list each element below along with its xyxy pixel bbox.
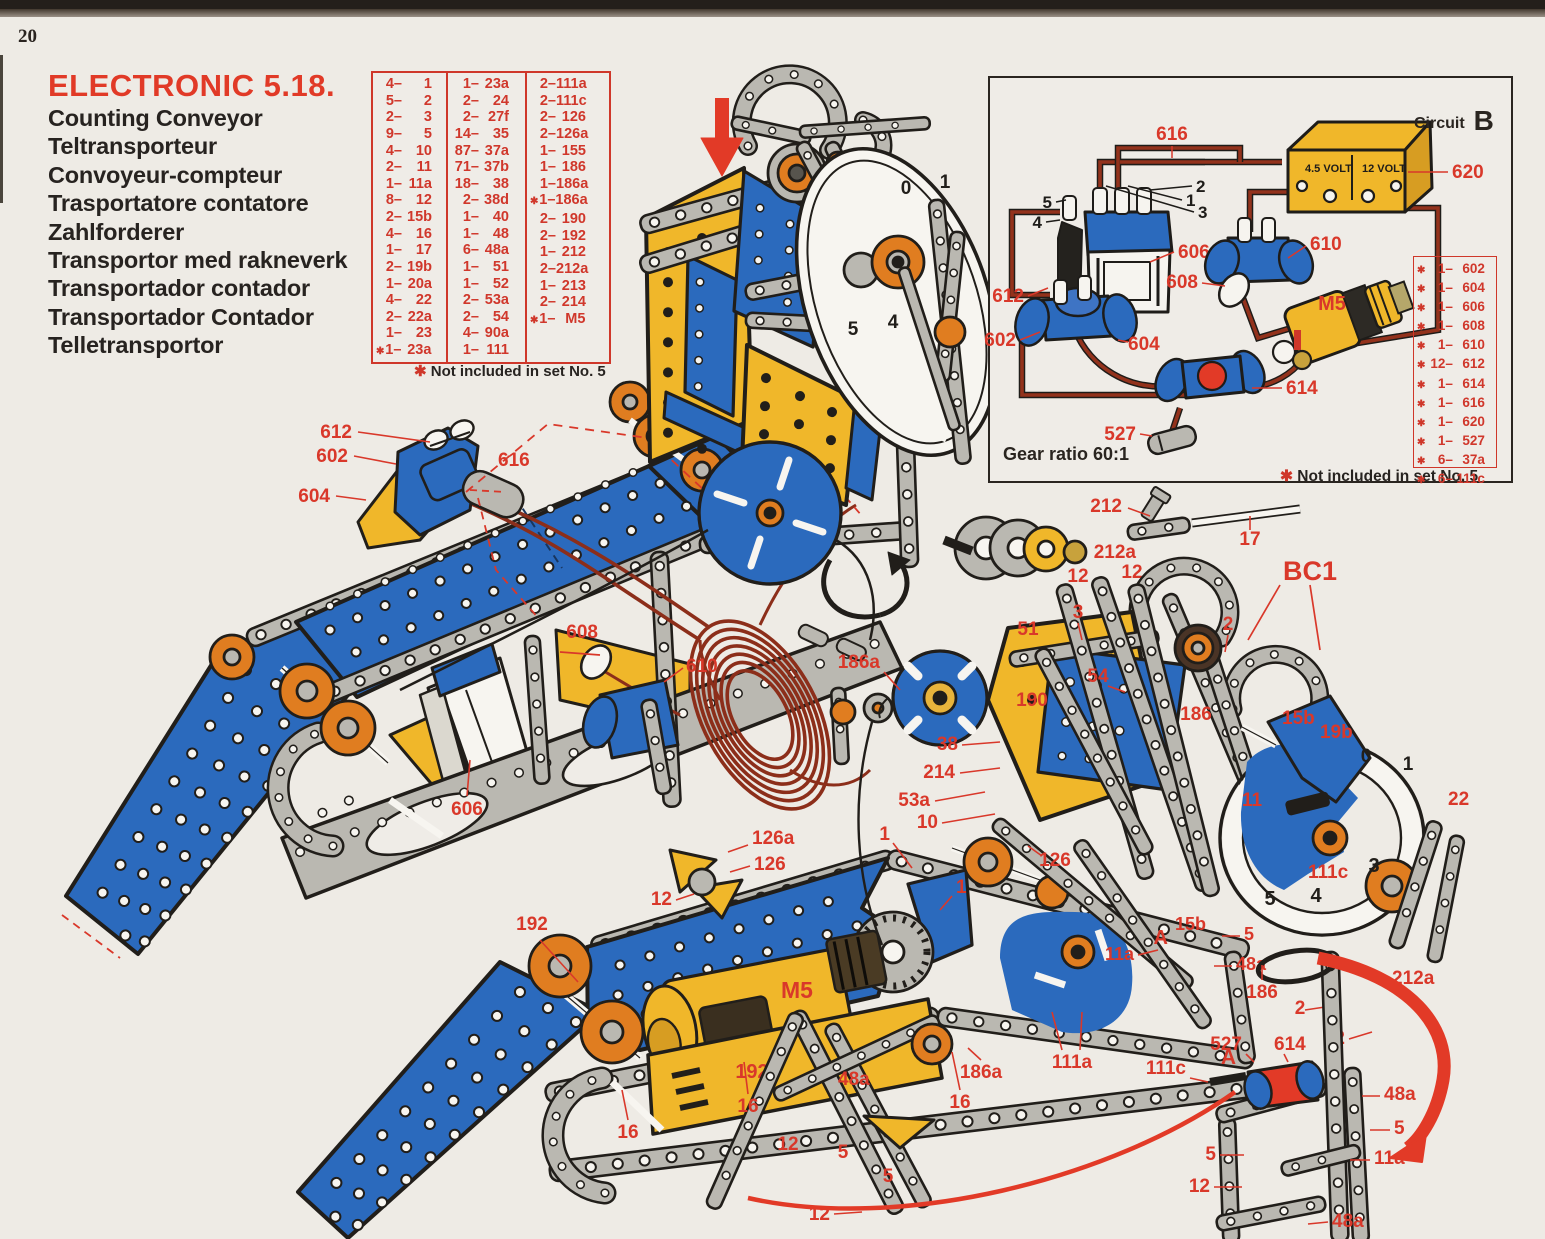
svg-text:54: 54 — [1087, 666, 1109, 687]
svg-text:5: 5 — [883, 1166, 894, 1187]
svg-text:M5: M5 — [781, 977, 813, 1003]
svg-text:190: 190 — [1016, 690, 1048, 711]
svg-text:214: 214 — [923, 762, 955, 783]
svg-text:602: 602 — [316, 446, 348, 467]
svg-text:212: 212 — [1090, 496, 1122, 517]
svg-text:19b: 19b — [1320, 722, 1353, 743]
svg-text:186a: 186a — [960, 1062, 1003, 1083]
svg-text:48a: 48a — [1384, 1084, 1416, 1105]
svg-text:51: 51 — [1017, 619, 1039, 640]
svg-text:12: 12 — [1067, 566, 1088, 587]
svg-text:5: 5 — [838, 1142, 849, 1163]
svg-text:1: 1 — [940, 172, 951, 193]
svg-text:614: 614 — [1286, 378, 1318, 399]
svg-text:126: 126 — [754, 854, 786, 875]
svg-text:2: 2 — [1196, 177, 1205, 196]
svg-text:11a: 11a — [1105, 944, 1135, 964]
svg-text:M5: M5 — [1318, 293, 1346, 315]
svg-text:212a: 212a — [1094, 542, 1137, 563]
svg-text:3: 3 — [1198, 203, 1207, 222]
svg-text:22: 22 — [1448, 789, 1469, 810]
svg-text:A: A — [1221, 1046, 1236, 1069]
svg-text:3: 3 — [1073, 602, 1084, 623]
svg-text:604: 604 — [1128, 334, 1160, 355]
svg-text:212a: 212a — [1392, 968, 1435, 989]
svg-text:4: 4 — [1033, 213, 1043, 232]
svg-text:4.5 VOLT: 4.5 VOLT — [1305, 163, 1352, 175]
svg-text:612: 612 — [320, 422, 352, 443]
svg-text:12: 12 — [651, 889, 672, 910]
svg-text:12 VOLT: 12 VOLT — [1362, 163, 1406, 175]
svg-text:606: 606 — [451, 799, 483, 820]
svg-text:12: 12 — [777, 1134, 798, 1155]
svg-text:616: 616 — [1156, 124, 1188, 145]
svg-text:2: 2 — [1295, 998, 1306, 1019]
svg-text:604: 604 — [298, 486, 330, 507]
svg-text:16: 16 — [949, 1092, 970, 1113]
svg-text:48a: 48a — [1332, 1211, 1364, 1232]
svg-text:610: 610 — [686, 656, 718, 677]
svg-text:11: 11 — [1242, 790, 1263, 811]
svg-text:608: 608 — [1166, 272, 1198, 293]
svg-text:5: 5 — [1264, 888, 1275, 910]
svg-text:527: 527 — [1210, 1034, 1242, 1055]
svg-text:48a: 48a — [838, 1069, 870, 1090]
svg-text:10: 10 — [917, 812, 938, 833]
svg-text:186: 186 — [1180, 704, 1212, 725]
svg-text:4: 4 — [888, 312, 899, 333]
svg-text:15b: 15b — [1282, 708, 1315, 729]
svg-text:111c: 111c — [1146, 1058, 1187, 1079]
svg-text:5: 5 — [1043, 193, 1052, 212]
svg-text:5: 5 — [1205, 1144, 1216, 1165]
svg-text:610: 610 — [1310, 234, 1342, 255]
svg-text:5: 5 — [1394, 1118, 1405, 1139]
svg-text:1: 1 — [956, 877, 967, 898]
svg-text:126a: 126a — [752, 828, 795, 849]
svg-text:53a: 53a — [898, 790, 930, 811]
svg-text:12: 12 — [1121, 562, 1142, 583]
svg-text:527: 527 — [1104, 424, 1136, 445]
svg-text:608: 608 — [566, 622, 598, 643]
svg-text:15b: 15b — [1175, 914, 1206, 934]
svg-text:614: 614 — [1274, 1034, 1306, 1055]
svg-text:192: 192 — [516, 914, 548, 935]
svg-text:1: 1 — [1186, 191, 1195, 210]
svg-text:602: 602 — [984, 330, 1016, 351]
svg-text:17: 17 — [1239, 529, 1260, 550]
svg-text:16: 16 — [737, 1096, 758, 1117]
svg-text:16: 16 — [617, 1122, 638, 1143]
svg-text:186: 186 — [1246, 982, 1278, 1003]
svg-text:0: 0 — [901, 178, 912, 199]
svg-text:111a: 111a — [1052, 1052, 1093, 1073]
svg-text:2: 2 — [1223, 614, 1234, 635]
svg-text:5: 5 — [1244, 924, 1254, 944]
svg-text:4: 4 — [1310, 885, 1322, 907]
svg-text:38: 38 — [937, 734, 958, 755]
svg-text:BC1: BC1 — [1283, 556, 1337, 586]
svg-text:0: 0 — [1361, 746, 1372, 767]
svg-text:126: 126 — [1039, 850, 1071, 871]
svg-text:A: A — [1154, 927, 1168, 949]
svg-text:1: 1 — [879, 824, 890, 845]
svg-text:111c: 111c — [1308, 862, 1349, 883]
svg-text:12: 12 — [1189, 1176, 1210, 1197]
svg-text:186a: 186a — [838, 652, 881, 673]
svg-text:612: 612 — [992, 286, 1024, 307]
svg-text:616: 616 — [498, 450, 530, 471]
svg-text:1: 1 — [1403, 754, 1414, 775]
svg-text:5: 5 — [848, 319, 859, 340]
svg-text:3: 3 — [1368, 855, 1379, 877]
svg-text:620: 620 — [1452, 162, 1484, 183]
svg-text:606: 606 — [1178, 242, 1210, 263]
